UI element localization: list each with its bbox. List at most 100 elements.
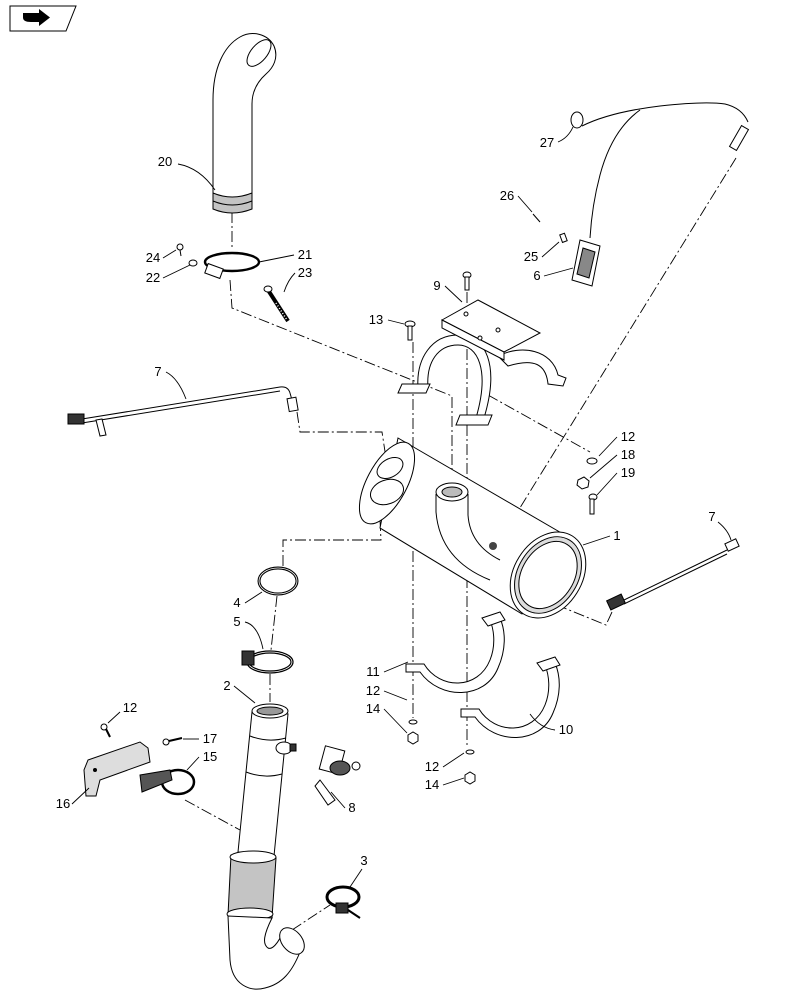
sensor-harness-upper — [570, 102, 750, 287]
pipe-body — [237, 711, 289, 857]
temperature-sensor-left — [67, 386, 299, 437]
temperature-sensor-right — [605, 538, 740, 611]
bracket-hole — [93, 768, 97, 772]
inlet-pipe-stub — [370, 478, 404, 506]
callout-number: 9 — [433, 278, 440, 293]
outlet-pipe-opening — [441, 486, 463, 498]
strap-band — [460, 662, 560, 738]
callout-number: 10 — [559, 722, 573, 737]
callout-leader-line — [71, 787, 90, 805]
muffler-strap — [405, 611, 506, 693]
bolt — [100, 723, 111, 738]
bracket-body — [83, 741, 151, 797]
callout-leader-line — [387, 319, 405, 325]
callout-leader-line — [557, 126, 574, 143]
callout-leader-line — [165, 371, 187, 400]
callout-number: 25 — [524, 249, 538, 264]
bolt-shank — [168, 737, 183, 742]
callout-number: 12 — [425, 759, 439, 774]
bolt-shank — [105, 728, 111, 738]
sensor-fitting — [351, 761, 361, 771]
callout-leader-line — [383, 690, 408, 701]
clamp-band-inner — [247, 651, 293, 673]
bolt — [462, 271, 472, 291]
sensor-wire — [623, 549, 728, 601]
strap-tab — [481, 611, 506, 627]
muffler-strap — [460, 656, 561, 738]
callout-leader-line — [598, 436, 618, 457]
callout-leader-line — [444, 285, 463, 303]
bolt — [588, 493, 598, 515]
assembly-line — [291, 904, 331, 931]
callout-leader-line — [162, 264, 191, 279]
washer — [586, 457, 598, 465]
pressure-sensor — [314, 745, 361, 806]
callout-leader-line — [233, 685, 256, 704]
bolt-shank — [407, 325, 413, 341]
callout-number: 14 — [425, 777, 439, 792]
sensor-port — [489, 542, 497, 550]
bolt-shank — [589, 498, 595, 515]
bolt-head — [263, 285, 273, 293]
callout-leader-line — [258, 254, 295, 263]
callout-number: 6 — [533, 268, 540, 283]
clamp-block — [241, 650, 255, 666]
bolt-head — [162, 738, 170, 746]
hanger-mount — [139, 769, 173, 793]
callout-number: 22 — [146, 270, 160, 285]
sensor-probe — [728, 124, 750, 152]
callout-leader-line — [541, 241, 560, 258]
bolt-shank — [179, 249, 182, 257]
callout-numbers: 20 24 22 21 23 7 9 13 27 26 25 6 12 18 1… — [56, 135, 716, 868]
bracket-plate-edge — [441, 319, 505, 361]
muffler — [358, 437, 587, 619]
callout-leader-line — [244, 621, 264, 650]
bracket-back-saddle — [497, 349, 567, 387]
exhaust-stack-pipe — [212, 33, 277, 214]
callout-number: 5 — [233, 614, 240, 629]
callout-leader-line — [383, 708, 408, 734]
callout-number: 7 — [154, 364, 161, 379]
callout-leader-line — [177, 163, 216, 191]
bolt-shank — [464, 276, 470, 291]
wire-tag — [95, 418, 107, 437]
strap-band — [405, 617, 505, 693]
callout-number: 12 — [366, 683, 380, 698]
page-nav-tab[interactable] — [9, 5, 77, 32]
bolt-thread — [275, 302, 288, 321]
nut — [464, 771, 476, 785]
assembly-line — [282, 519, 382, 566]
clamp-block — [204, 262, 224, 280]
inlet-pipe-opening — [376, 457, 404, 479]
stack-collar-rib — [212, 200, 253, 206]
pipe-rib — [229, 850, 277, 864]
muffler-end-ring — [518, 541, 578, 609]
callout-number: 13 — [369, 312, 383, 327]
pipe-shade-line — [245, 771, 283, 777]
sensor-wire — [81, 386, 293, 420]
callout-number: 8 — [348, 800, 355, 815]
pipe-elbow-outlet — [279, 927, 305, 955]
callout-leader-line — [717, 521, 732, 541]
assembly-line — [487, 394, 591, 453]
callout-number: 12 — [621, 429, 635, 444]
pipe-top-opening — [256, 706, 284, 716]
bolt-head — [100, 723, 108, 731]
callout-leader-line — [162, 249, 177, 259]
callout-number: 16 — [56, 796, 70, 811]
exhaust-pipe-lower — [226, 703, 305, 990]
stack-collar — [212, 192, 253, 214]
callout-leader-line — [517, 195, 533, 213]
sensor-tab — [314, 779, 336, 806]
washer — [408, 719, 418, 725]
long-bolt — [263, 285, 290, 323]
bracket-hole — [463, 311, 469, 317]
callout-number: 20 — [158, 154, 172, 169]
v-band-clamp — [241, 650, 294, 674]
nut — [407, 731, 419, 745]
callout-leader-line — [442, 752, 465, 768]
stack-outlet — [246, 39, 272, 67]
muffler-mounting-bracket — [397, 299, 567, 426]
harness-wire — [581, 102, 749, 127]
